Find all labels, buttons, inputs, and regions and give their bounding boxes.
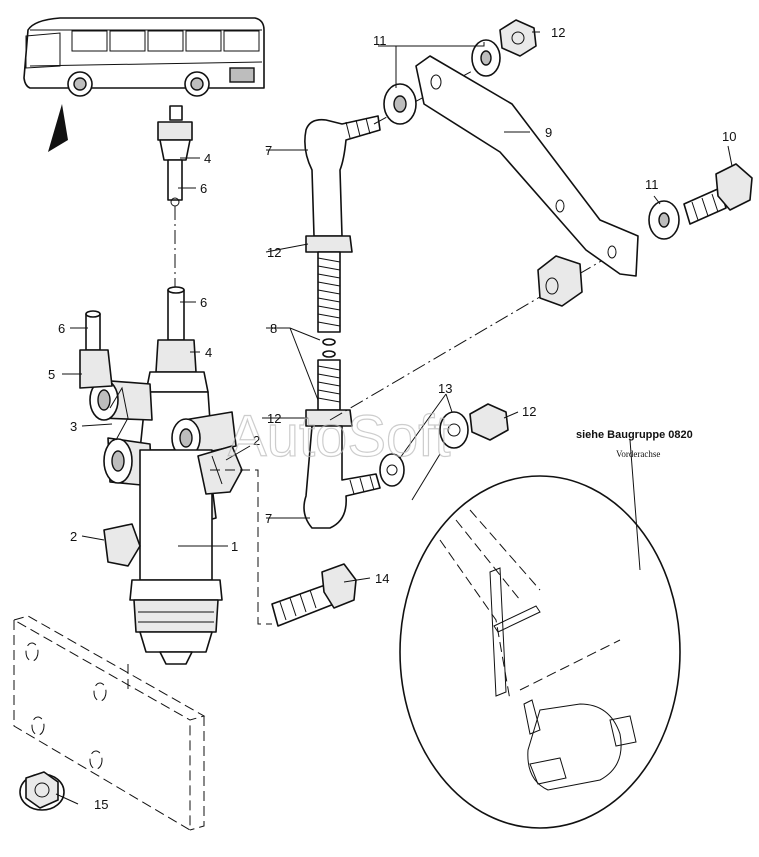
callout-7-upper: 7 bbox=[265, 143, 272, 158]
callout-4-upper: 4 bbox=[204, 151, 211, 166]
reference-axle-label: Vorderachse bbox=[616, 449, 660, 459]
reference-assembly-label: siehe Baugruppe 0820 bbox=[576, 429, 693, 441]
callout-11-upper: 11 bbox=[373, 33, 387, 48]
axis-line bbox=[329, 249, 621, 421]
hidden-line bbox=[210, 469, 272, 625]
callout-6-upper: 6 bbox=[200, 181, 207, 196]
callout-8: 8 bbox=[270, 321, 277, 336]
level-control-valve bbox=[89, 286, 243, 665]
callout-10: 10 bbox=[722, 129, 736, 144]
callout-12-rod-upper: 12 bbox=[267, 245, 281, 260]
callout-5: 5 bbox=[48, 367, 55, 382]
callout-1: 1 bbox=[231, 539, 238, 554]
flange-nut bbox=[19, 771, 65, 811]
callout-2-right: 2 bbox=[253, 433, 260, 448]
callout-7-lower: 7 bbox=[265, 511, 272, 526]
mounting-plate bbox=[12, 615, 206, 831]
callout-6-valve: 6 bbox=[200, 295, 207, 310]
callout-15: 15 bbox=[94, 797, 108, 812]
hex-bolt bbox=[271, 563, 357, 627]
detail-view-front-axle bbox=[399, 453, 681, 829]
callout-12-right: 12 bbox=[522, 404, 536, 419]
upper-pipe-fitting bbox=[157, 105, 193, 207]
callout-14: 14 bbox=[375, 571, 389, 586]
linkage-rod bbox=[303, 115, 509, 529]
left-pipe-fitting bbox=[79, 310, 129, 441]
watermark: AutoSoft bbox=[228, 404, 450, 469]
callout-2-left: 2 bbox=[70, 529, 77, 544]
callout-leaders bbox=[55, 31, 733, 805]
bus-locator-icon bbox=[23, 17, 265, 152]
callout-12-rod-lower: 12 bbox=[267, 411, 281, 426]
callout-9: 9 bbox=[545, 125, 552, 140]
callout-4-valve: 4 bbox=[205, 345, 212, 360]
callout-11-right: 11 bbox=[645, 177, 659, 192]
callout-13: 13 bbox=[438, 381, 452, 396]
reference-leader bbox=[629, 439, 641, 571]
callout-3: 3 bbox=[70, 419, 77, 434]
callout-12-top: 12 bbox=[551, 25, 565, 40]
callout-6-left: 6 bbox=[58, 321, 65, 336]
lever-arm bbox=[383, 19, 753, 307]
